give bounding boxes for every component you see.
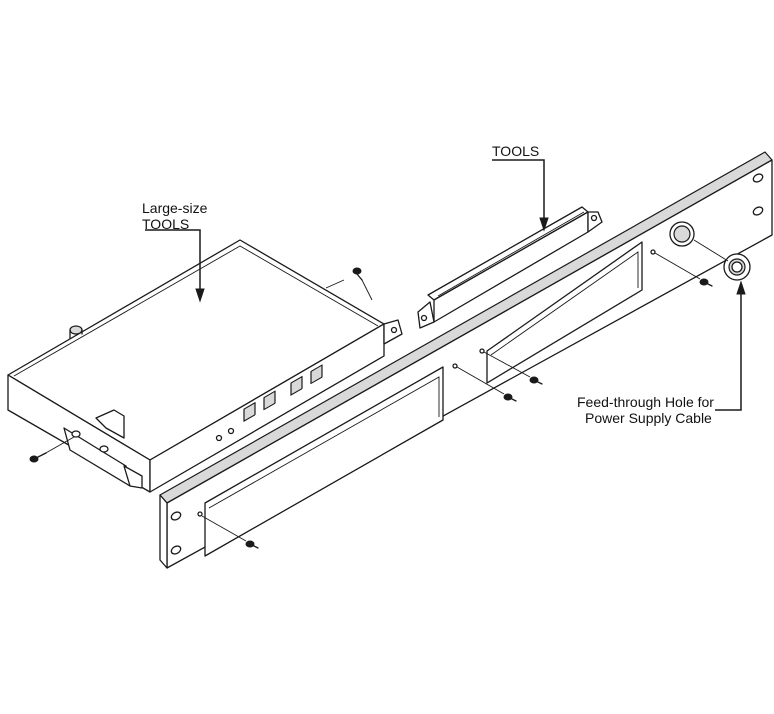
label-tools: TOOLS xyxy=(492,143,540,159)
label-feed-through-line1: Feed-through Hole for xyxy=(577,394,714,410)
label-large-size-tools-line2: TOOLS xyxy=(142,216,190,232)
label-feed-through-line2: Power Supply Cable xyxy=(585,410,712,426)
large-size-tools-device xyxy=(7,239,403,493)
tools-unit xyxy=(417,206,603,329)
callout-arrow-large-tools xyxy=(145,229,205,303)
callout-arrow-tools xyxy=(492,159,549,232)
screw-bottom xyxy=(245,540,259,549)
screw-middle-a xyxy=(503,393,517,402)
screw-right xyxy=(699,278,713,287)
assembly-lines xyxy=(43,239,729,542)
screw-middle-b xyxy=(529,376,543,385)
label-large-size-tools-line1: Large-size xyxy=(142,200,208,216)
screw-top-device xyxy=(352,267,363,281)
callout-arrow-feed-through xyxy=(715,280,746,411)
screw-left xyxy=(29,452,47,463)
front-rack-panel xyxy=(159,151,773,569)
feed-through-grommet xyxy=(723,253,751,281)
